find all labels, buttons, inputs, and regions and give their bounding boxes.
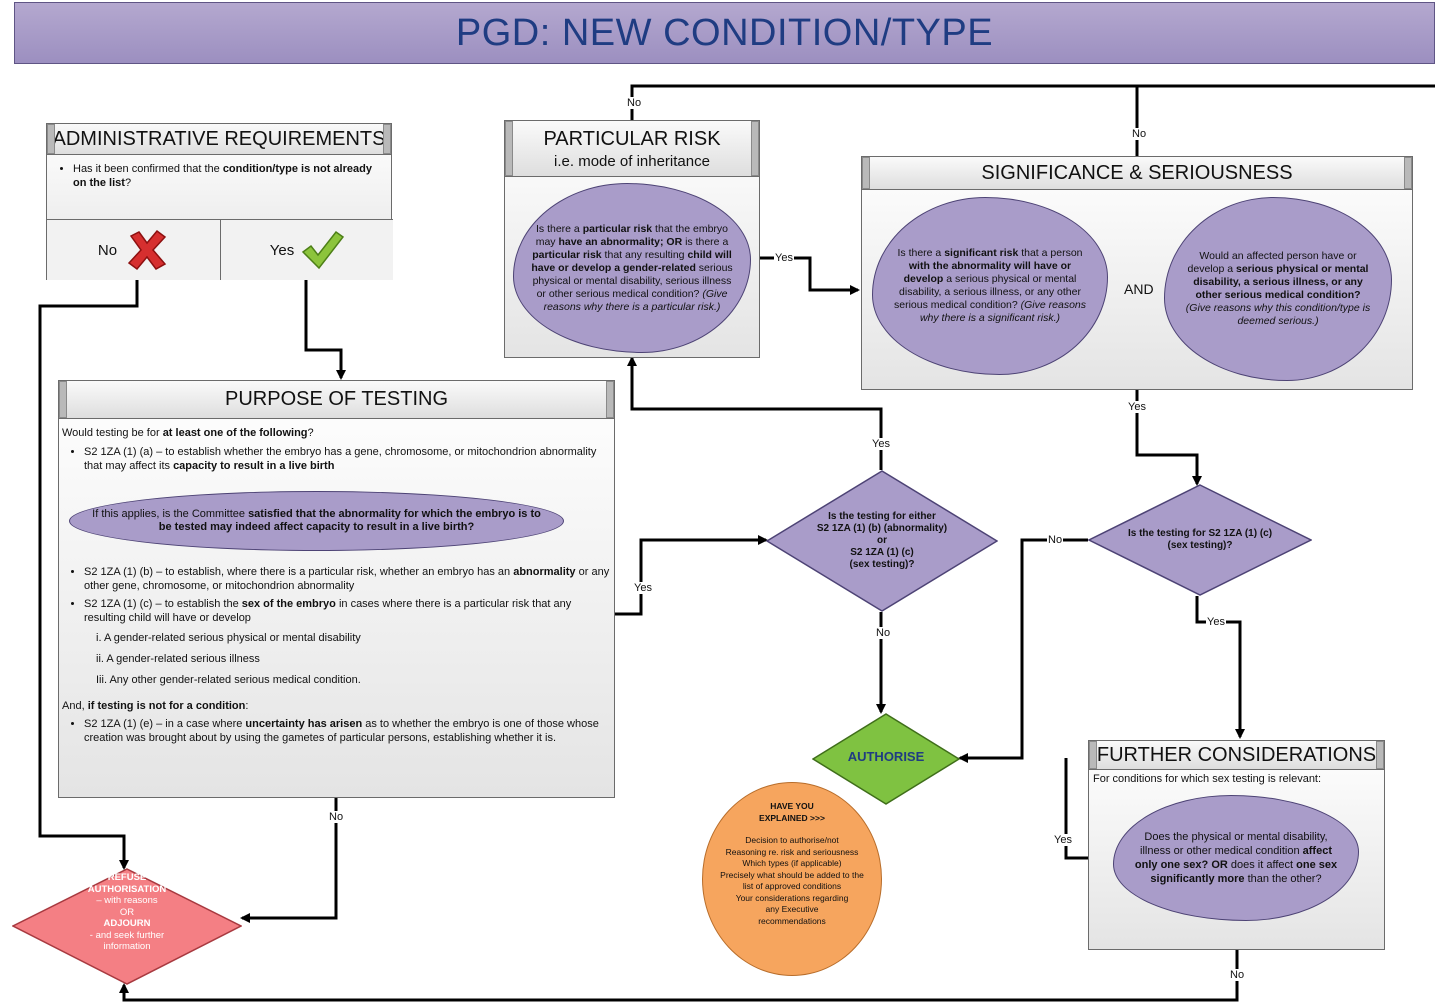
connector-sig-yes [1135, 390, 1202, 486]
have-you-explained-note: HAVE YOU EXPLAINED >>> Decision to autho… [702, 782, 882, 976]
admin-header: ADMINISTRATIVE REQUIREMENTS [47, 124, 391, 155]
admin-yes-option: Yes [221, 219, 393, 280]
connector-further-yes [1064, 758, 1088, 860]
refuse-outcome: REFUSE AUTHORISATION – with reasons OR A… [12, 868, 242, 985]
label-further-yes: Yes [1053, 834, 1073, 846]
authorise-label: AUTHORISE [847, 749, 925, 764]
connector-admin-no [38, 280, 139, 870]
title-bar: PGD: NEW CONDITION/TYPE [14, 2, 1435, 64]
refuse-label: REFUSE AUTHORISATION – with reasons OR A… [87, 872, 167, 952]
connector-purpose-yes [615, 535, 768, 616]
purpose-of-testing-box: PURPOSE OF TESTING Would testing be for … [58, 380, 615, 798]
refuse-shape [12, 868, 242, 985]
diamond-1-shape [766, 470, 998, 612]
connector-admin-yes [304, 280, 346, 380]
cross-icon [127, 229, 167, 271]
risk-header: PARTICULAR RISK i.e. mode of inheritance [505, 121, 759, 177]
further-header: FURTHER CONSIDERATIONS [1089, 741, 1384, 770]
admin-question: Has it been confirmed that the condition… [51, 162, 381, 194]
label-risk-yes: Yes [774, 252, 794, 264]
further-subtitle: For conditions for which sex testing is … [1093, 773, 1322, 785]
seriousness-cloud: Would an affected person have or develop… [1164, 197, 1392, 381]
label-d1-no: No [875, 627, 892, 639]
purpose-header: PURPOSE OF TESTING [59, 381, 614, 419]
authorise-shape [812, 713, 960, 805]
page-title: PGD: NEW CONDITION/TYPE [455, 11, 994, 54]
connector-further-no [119, 950, 1239, 1002]
admin-requirements-box: ADMINISTRATIVE REQUIREMENTS Has it been … [46, 123, 393, 280]
label-purpose-yes: Yes [633, 582, 653, 594]
label-further-no: No [1229, 969, 1246, 981]
connector-d1-yes [627, 356, 883, 470]
label-d2-no: No [1047, 534, 1064, 546]
purpose-body-continued: S2 1ZA (1) (b) – to establish, where the… [62, 565, 612, 749]
authorise-outcome: AUTHORISE [812, 713, 960, 805]
further-considerations-box: FURTHER CONSIDERATIONS For conditions fo… [1088, 740, 1385, 950]
live-birth-cloud: If this applies, is the Committee satisf… [69, 491, 564, 551]
significance-box: SIGNIFICANCE & SERIOUSNESS Is there a si… [861, 156, 1413, 390]
connector-risk-no [630, 84, 1435, 120]
admin-no-option: No [47, 219, 221, 280]
particular-risk-box: PARTICULAR RISK i.e. mode of inheritance… [504, 120, 760, 358]
purpose-body: Would testing be for at least one of the… [62, 426, 612, 477]
label-sig-no: No [1131, 128, 1148, 140]
diamond-2-shape [1088, 484, 1312, 596]
and-label: AND [1124, 281, 1154, 297]
diamond-2-text: Is the testing for S2 1ZA (1) (c)(sex te… [1127, 528, 1273, 551]
label-purpose-no: No [328, 811, 345, 823]
significance-cloud: Is there a significant risk that a perso… [872, 197, 1108, 375]
label-d2-yes: Yes [1206, 616, 1226, 628]
decision-diamond-2: Is the testing for S2 1ZA (1) (c)(sex te… [1088, 484, 1312, 596]
label-d1-yes: Yes [871, 438, 891, 450]
connector-purpose-no [240, 798, 338, 923]
label-risk-no: No [626, 97, 643, 109]
checkmark-icon [302, 230, 345, 270]
risk-cloud: Is there a particular risk that the embr… [513, 183, 751, 353]
further-cloud: Does the physical or mental disability, … [1113, 795, 1359, 921]
significance-header: SIGNIFICANCE & SERIOUSNESS [862, 157, 1412, 190]
label-sig-yes: Yes [1127, 401, 1147, 413]
